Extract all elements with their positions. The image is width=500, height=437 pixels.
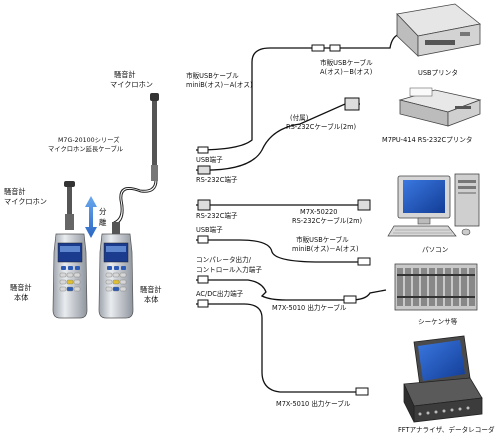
fft-label: FFTアナライザ、データレコーダ [398, 425, 495, 434]
fft-analyzer-image [403, 335, 483, 423]
usb-port-label-2: USB端子 [196, 225, 223, 234]
rs232c-included-cable-label: (付属) RS-232Cケーブル(2m) [286, 113, 356, 131]
rs232c-port-label-1: RS-232C端子 [196, 175, 238, 184]
acdc-port-label: AC/DC出力端子 [196, 289, 244, 298]
comparator-port-label: コンパレータ出力/ コントロール入力端子 [196, 255, 262, 274]
pc-image [387, 173, 480, 237]
right-sound-level-meter [98, 93, 159, 319]
usb-printer-image [396, 3, 481, 57]
cable-usb-to-usb-printer [195, 33, 401, 154]
cable-rs232c-to-rs-printer [195, 97, 360, 175]
usb-printer-label: USBプリンタ [418, 68, 458, 77]
rs232c-port-label-2: RS-232C端子 [196, 211, 238, 220]
cable-usb-to-pc [196, 235, 371, 266]
usb-port-label-1: USB端子 [196, 155, 223, 164]
usb-commercial-cable-label-top: 市販USBケーブル miniB(オス)－A(オス) [186, 71, 253, 89]
extension-cable-label: M7G-20100シリーズ マイクロホン延長ケーブル [48, 135, 123, 153]
cable-comparator-to-sequencer [196, 275, 387, 304]
left-sound-level-meter [52, 181, 88, 319]
right-body-label: 騒音計 本体 [140, 285, 164, 304]
rs-printer-label: M7PU-414 RS-232Cプリンタ [382, 135, 472, 144]
left-mic-label: 騒音計 マイクロホン [4, 187, 47, 206]
usb-commercial-cable-label-pc: 市販USBケーブル miniB(オス)－A(オス) [292, 235, 359, 253]
left-body-label: 騒音計 本体 [10, 283, 34, 302]
right-mic-label: 騒音計 マイクロホン [110, 70, 153, 89]
separate-label: 分 離 [99, 207, 109, 227]
rs232c-m7x-cable-label: M7X-50220 RS-232Cケーブル(2m) [292, 208, 362, 225]
sequencer-label: シーケンサ等 [418, 317, 458, 326]
microphone-extension-cable [113, 179, 158, 226]
usb-ab-cable-label: 市販USBケーブル A(オス)－B(オス) [320, 58, 375, 76]
rs232c-printer-image [398, 87, 482, 127]
separate-arrow-icon [85, 196, 97, 238]
sequencer-image [394, 263, 478, 311]
output-cable-label-2: M7X-5010 出力ケーブル [276, 399, 351, 408]
pc-label: パソコン [422, 246, 449, 254]
output-cable-label-1: M7X-5010 出力ケーブル [272, 303, 347, 312]
cable-acdc-to-fft [196, 299, 369, 396]
cable-rs232c-to-pc [196, 199, 371, 211]
